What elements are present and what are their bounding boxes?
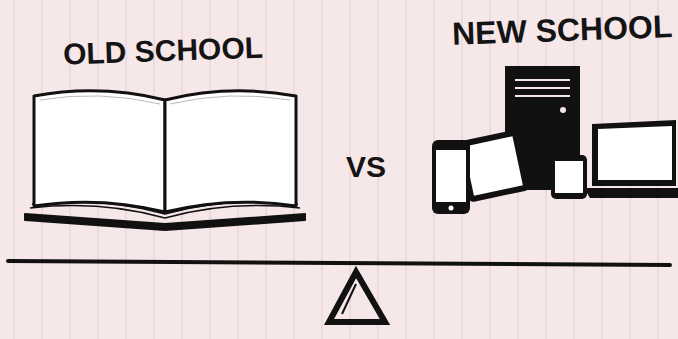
- open-book: [25, 91, 305, 230]
- balance-scale: [8, 261, 670, 322]
- versus-text: VS: [346, 152, 386, 182]
- heading-text: NEW SCHOOL: [451, 10, 672, 50]
- heading-text: OLD SCHOOL: [63, 33, 264, 70]
- devices: [432, 66, 678, 214]
- notebook-lines: [14, 0, 658, 339]
